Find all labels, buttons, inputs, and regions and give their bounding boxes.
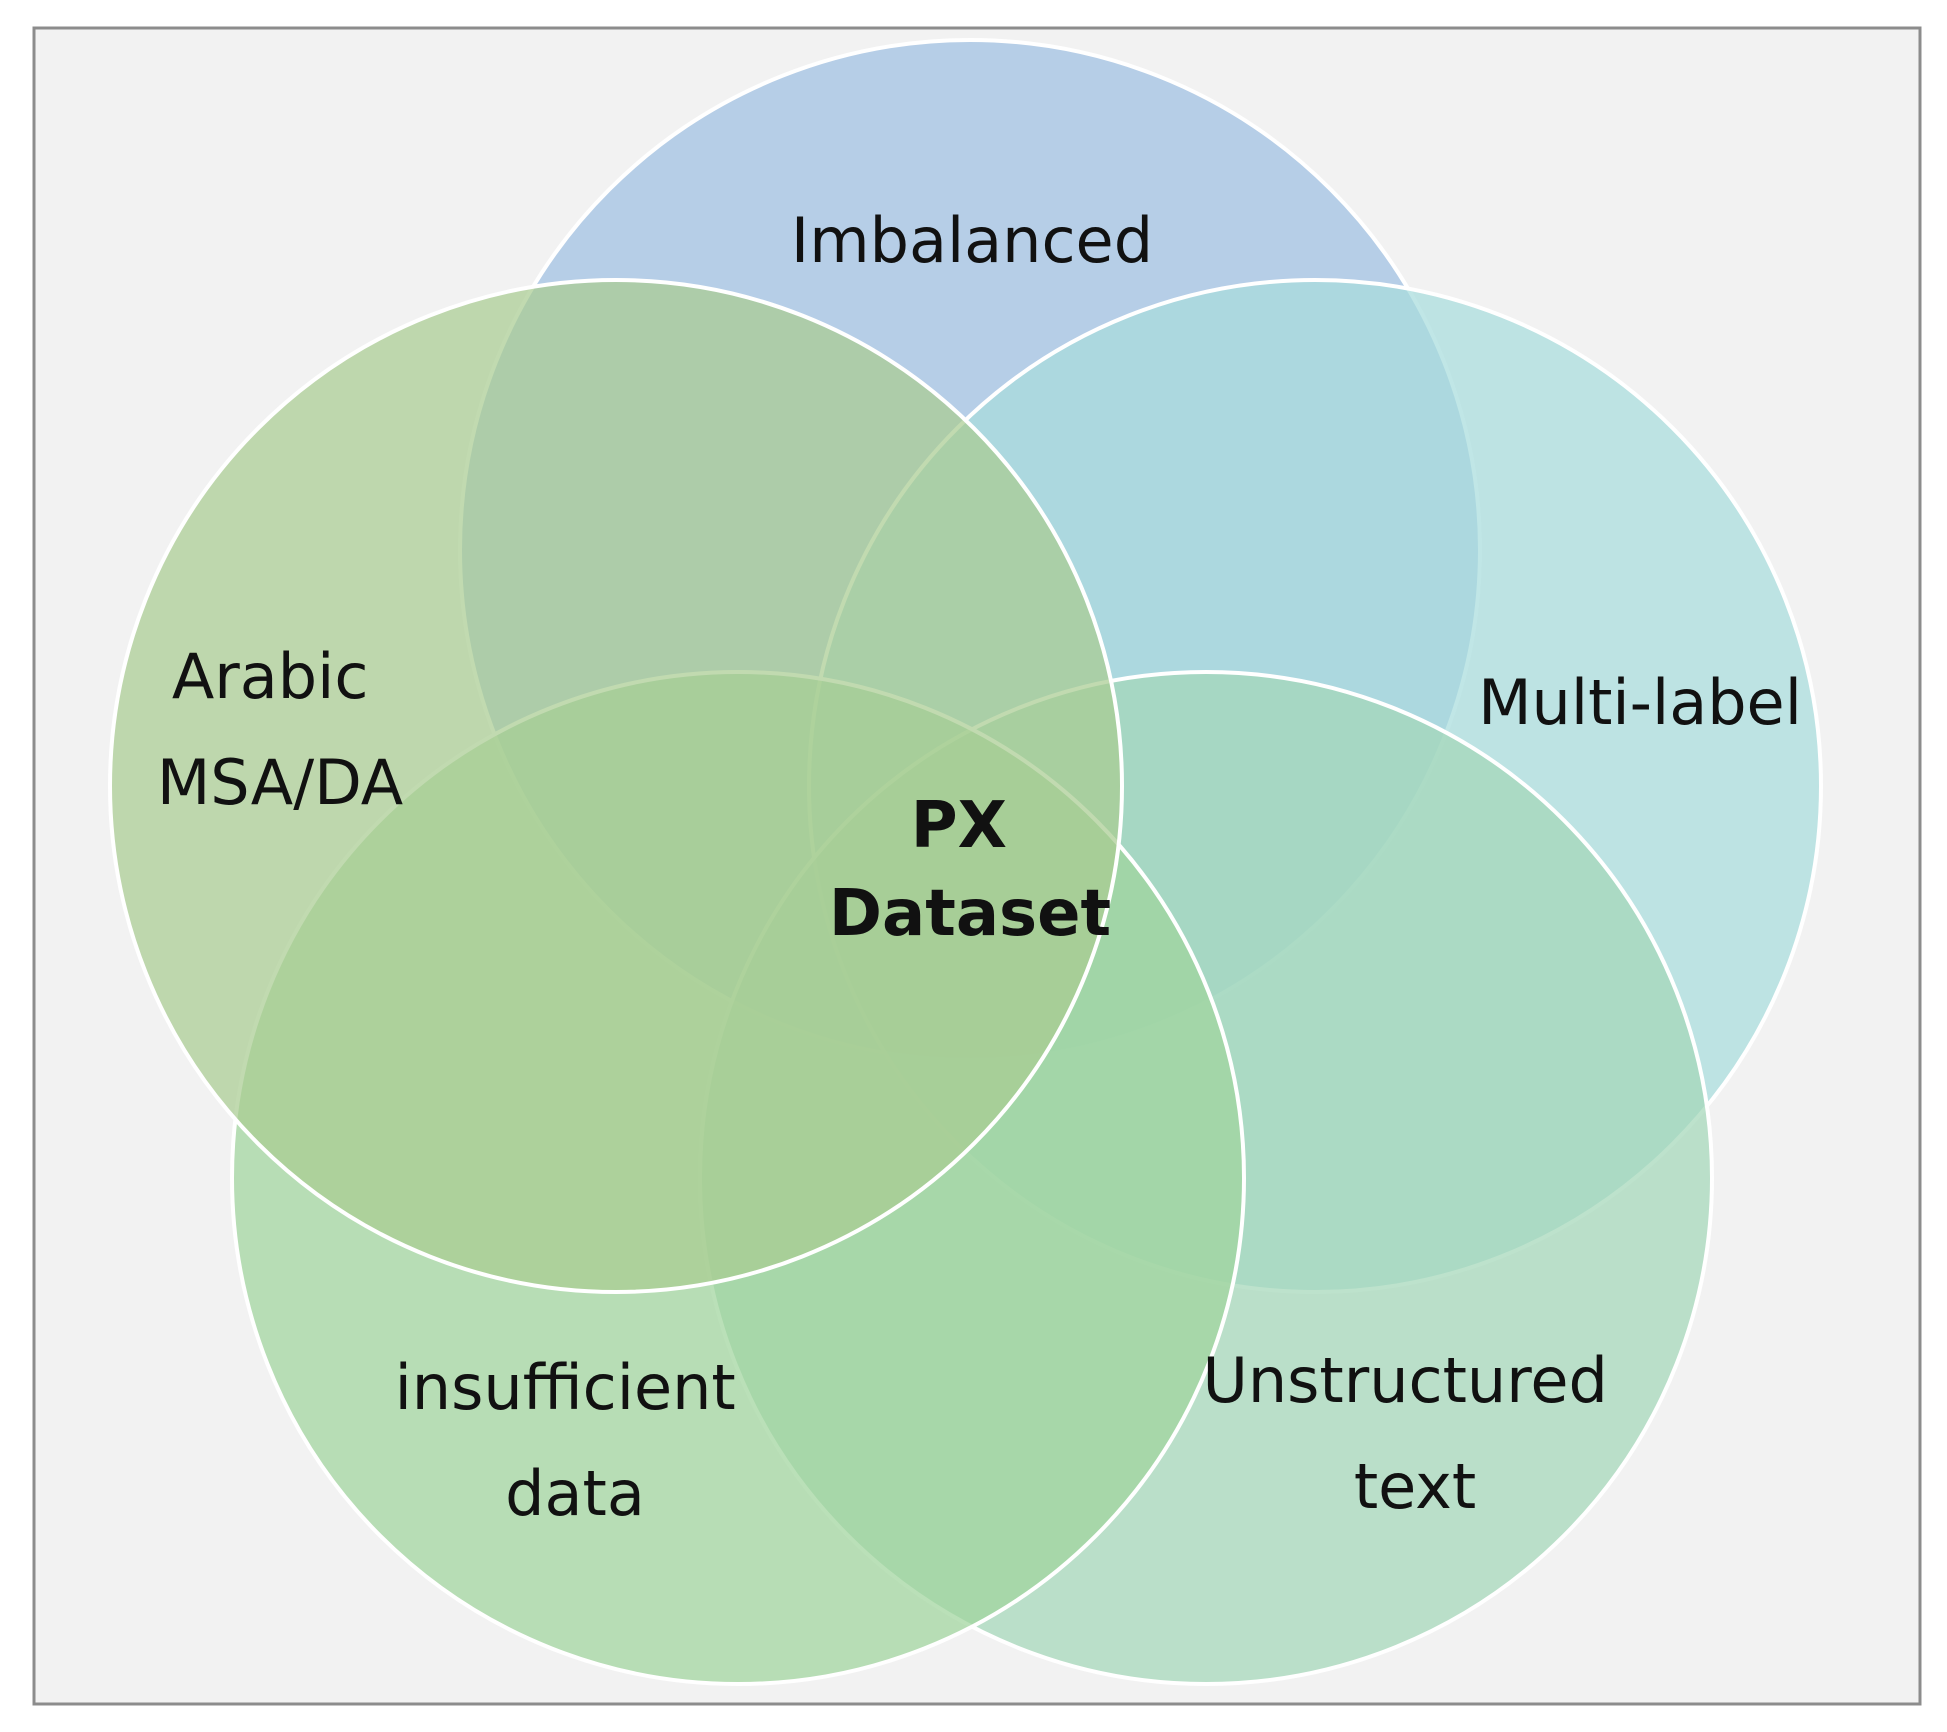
set-label-insufficient-data: insufficient data	[395, 1351, 756, 1530]
set-label-arabic-msa-da: Arabic MSA/DA	[157, 640, 403, 819]
set-label-unstructured-text-line-2: text	[1354, 1450, 1476, 1523]
set-label-imbalanced: Imbalanced	[791, 204, 1153, 277]
set-label-insufficient-data-line-1: insufficient	[395, 1351, 736, 1424]
set-label-unstructured-text-line-1: Unstructured	[1202, 1344, 1607, 1417]
set-circle-arabic-msa-da	[108, 278, 1124, 1294]
set-label-arabic-msa-da-line-1: Arabic	[172, 640, 369, 713]
center-label: PX Dataset	[829, 789, 1111, 951]
venn-labels: Imbalanced Multi-label Unstructured text…	[157, 204, 1802, 1530]
set-label-arabic-msa-da-line-2: MSA/DA	[157, 746, 403, 819]
set-label-multi-label-line-1: Multi-label	[1478, 666, 1802, 739]
set-label-imbalanced-line-1: Imbalanced	[791, 204, 1153, 277]
center-label-line-2: Dataset	[829, 877, 1111, 951]
set-label-unstructured-text: Unstructured text	[1202, 1344, 1627, 1523]
set-label-multi-label: Multi-label	[1478, 666, 1802, 739]
set-label-insufficient-data-line-2: data	[505, 1457, 645, 1530]
center-label-line-1: PX	[911, 789, 1007, 863]
venn-circles	[108, 38, 1823, 1686]
